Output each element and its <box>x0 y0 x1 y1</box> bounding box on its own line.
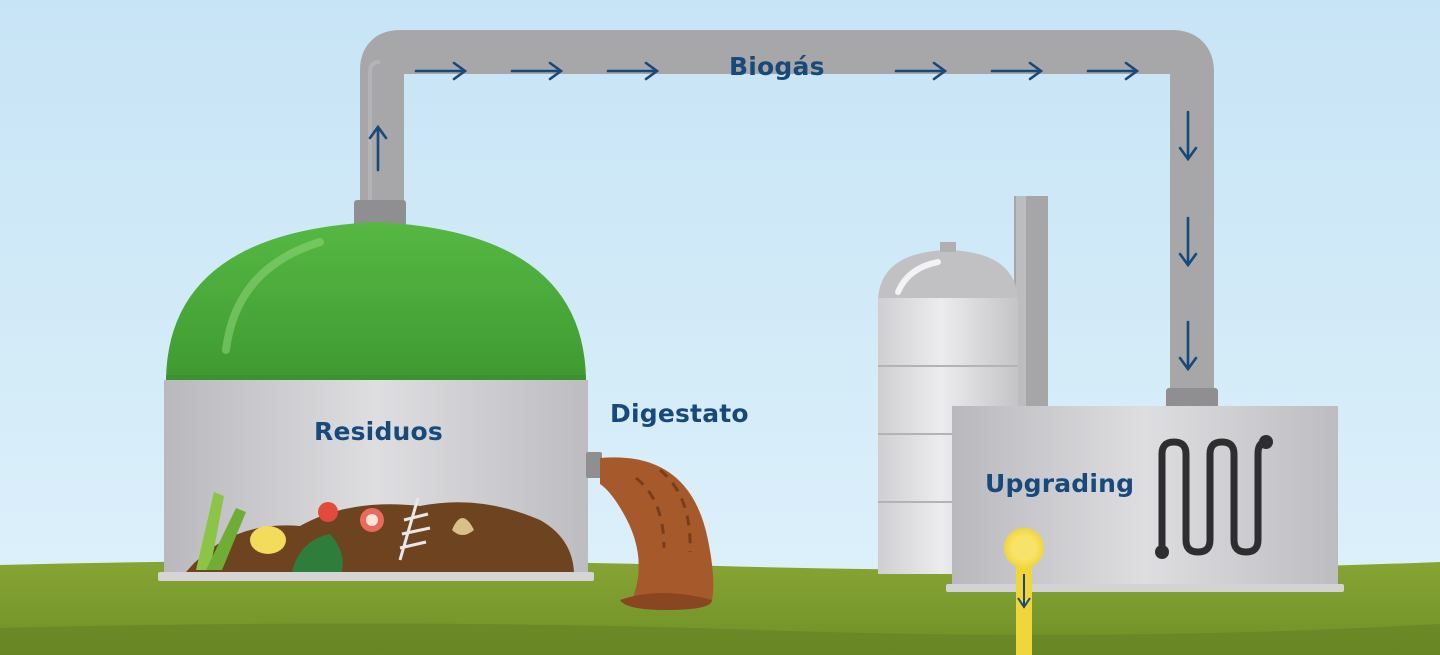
coil-icon <box>1158 438 1270 556</box>
arrow-icon <box>894 61 948 81</box>
digestato-label: Digestato <box>610 399 749 428</box>
residuos-label: Residuos <box>314 417 444 446</box>
flow-arrows <box>368 61 1198 372</box>
arrow-icon <box>1086 61 1140 81</box>
arrow-icon <box>1178 216 1198 268</box>
arrow-icon <box>414 61 468 81</box>
arrow-icon <box>606 61 660 81</box>
upgrading-label: Upgrading <box>985 469 1135 498</box>
arrow-icon <box>368 124 388 172</box>
digester-tank <box>158 222 602 581</box>
arrow-icon <box>1178 320 1198 372</box>
pipe-flange-right <box>1166 388 1218 410</box>
arrow-icon <box>1178 110 1198 162</box>
grass-stripe <box>0 623 1440 655</box>
digestate-flow <box>600 457 714 610</box>
arrow-icon <box>1017 574 1031 609</box>
arrow-icon <box>990 61 1044 81</box>
digestate-outlet <box>586 452 602 478</box>
biogas-pipe <box>354 30 1218 410</box>
waste-pile <box>186 502 574 572</box>
upgrading-unit <box>946 406 1344 655</box>
arrow-icon <box>510 61 564 81</box>
biogas-label: Biogás <box>729 52 825 81</box>
pipe-flange-left <box>354 200 406 226</box>
